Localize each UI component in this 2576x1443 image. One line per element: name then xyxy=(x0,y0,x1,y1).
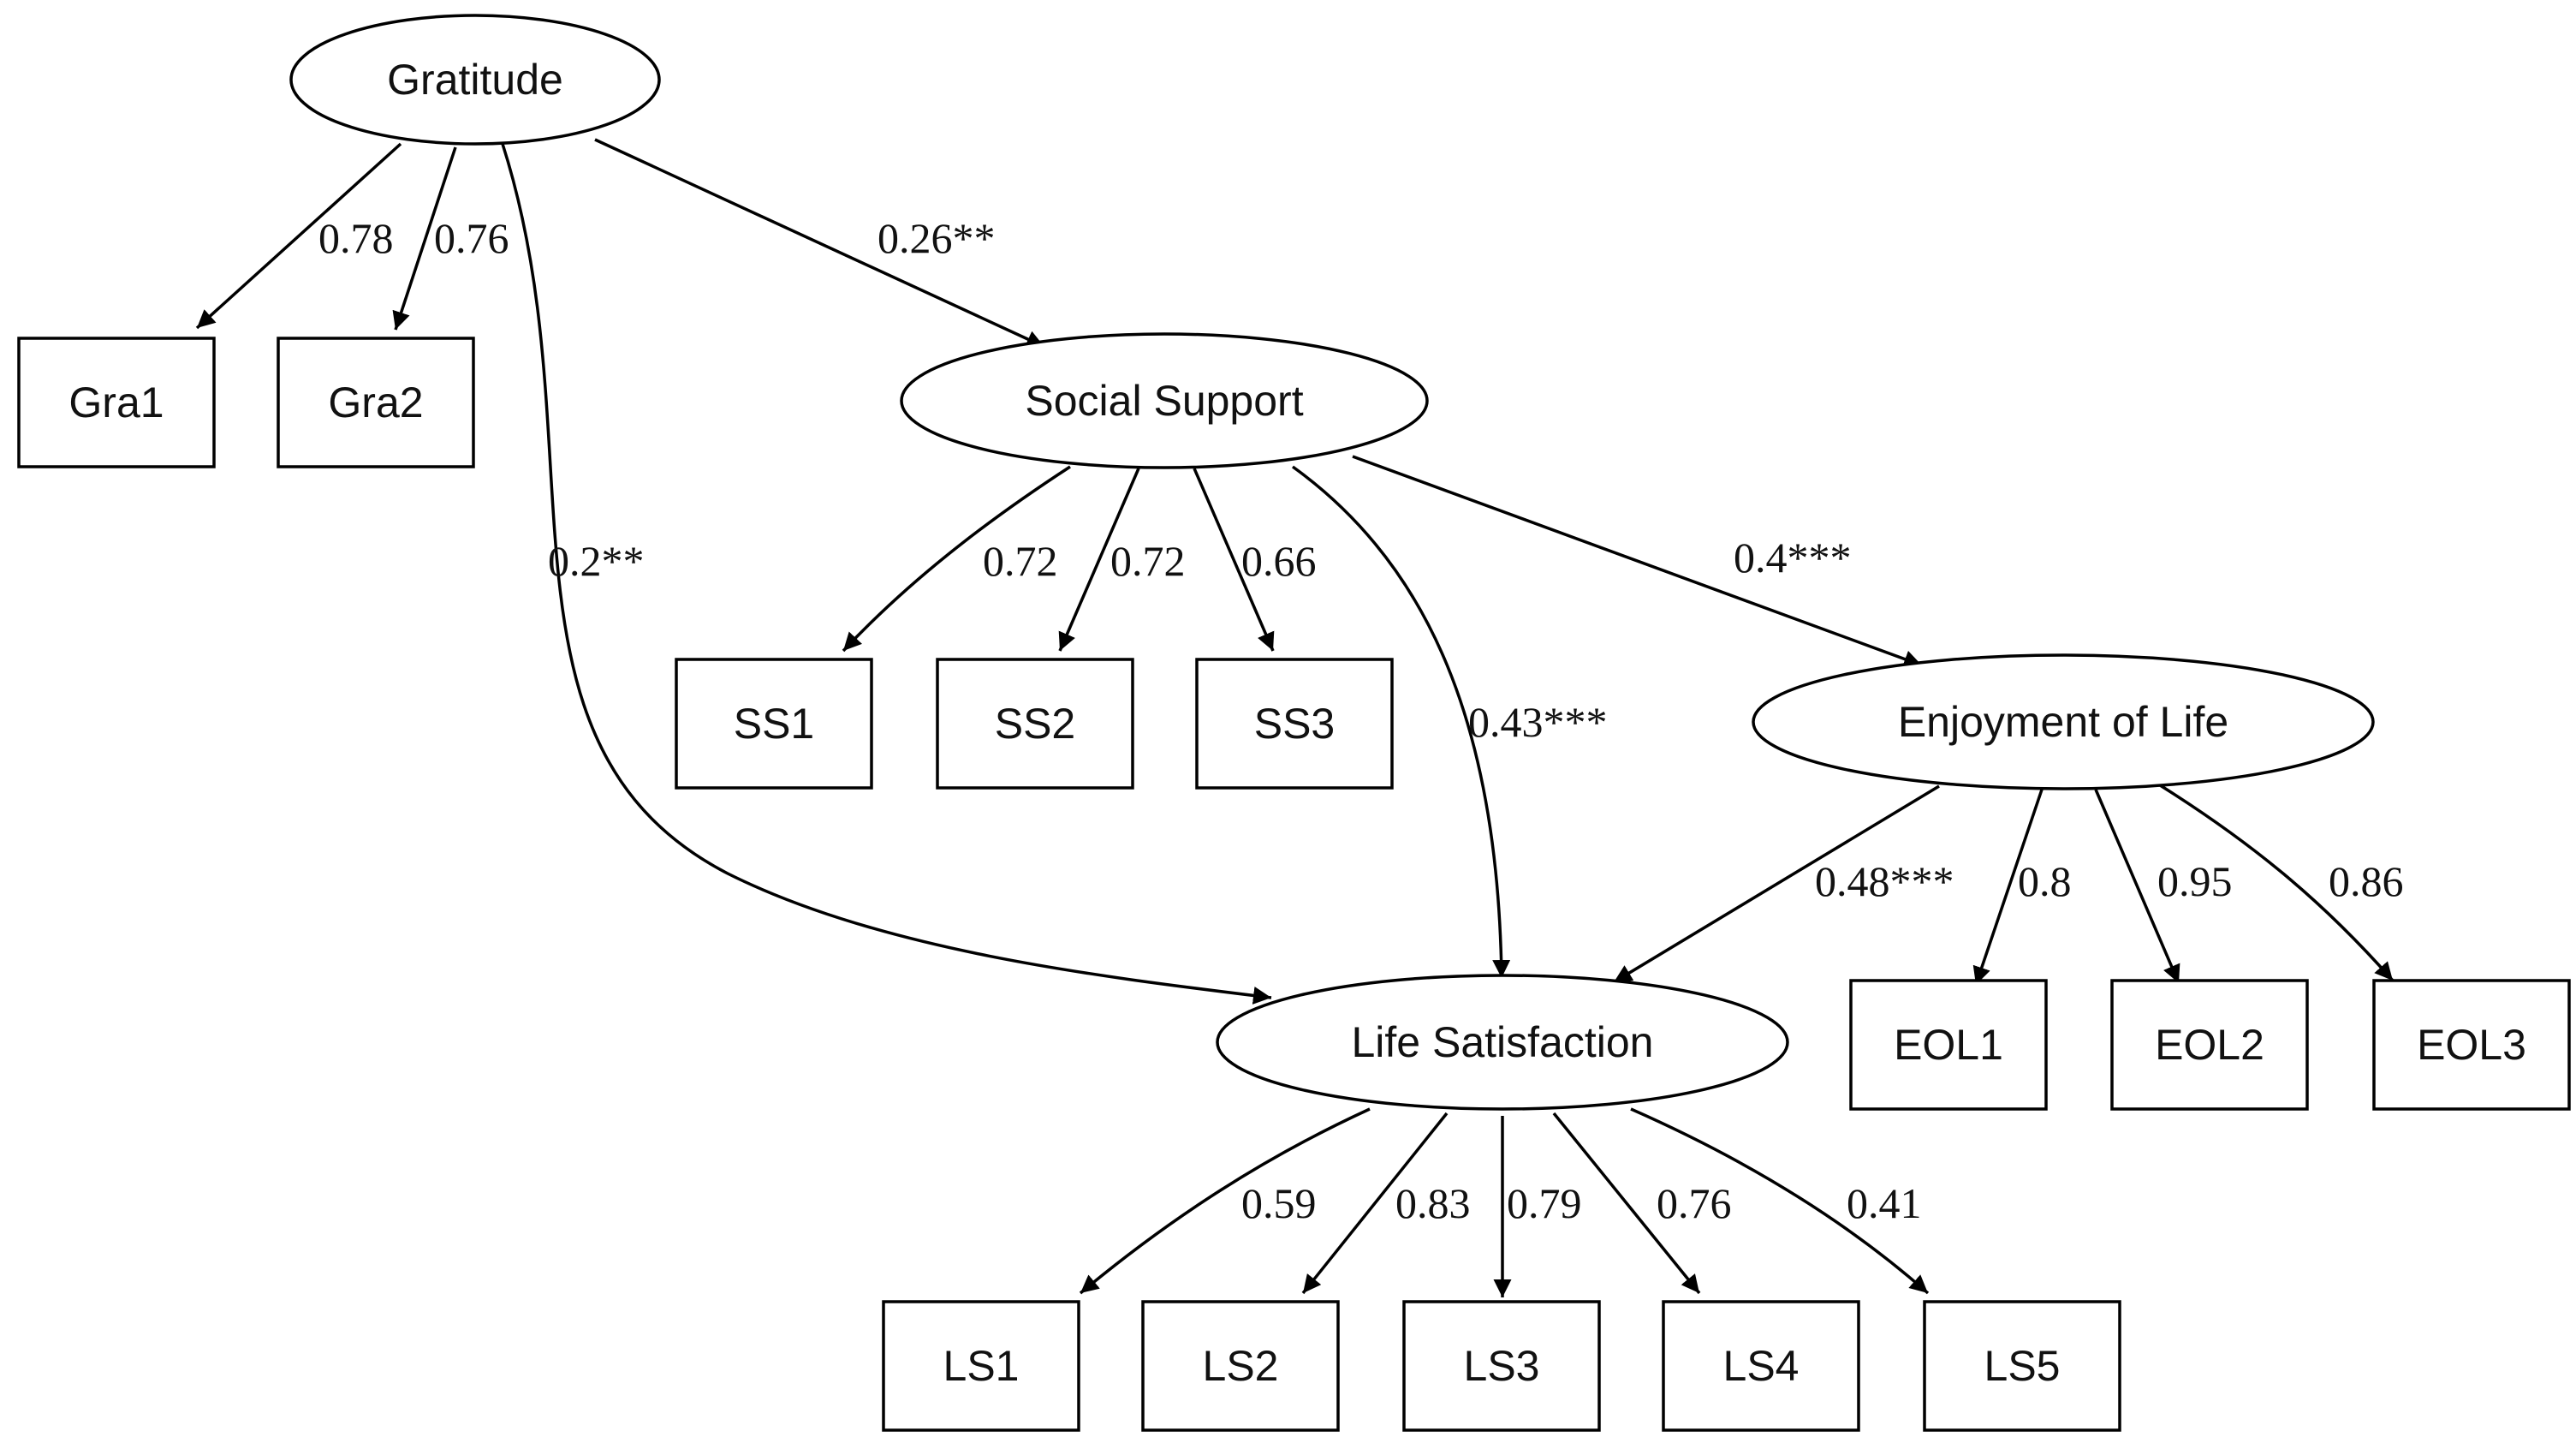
latent-life-satisfaction: Life Satisfaction xyxy=(1216,974,1789,1111)
indicator-ls2-label: LS2 xyxy=(1203,1342,1279,1390)
path-social-support-to-life-satisfaction xyxy=(1291,465,1511,979)
indicator-ss1: SS1 xyxy=(675,658,873,790)
loading-ls4 xyxy=(1552,1112,1701,1295)
path-gratitude-to-social-support xyxy=(594,138,1045,349)
loading-ls2-value: 0.83 xyxy=(1395,1179,1471,1227)
loading-gra2 xyxy=(392,146,457,331)
coefficient-labels: 0.78 0.76 0.26** 0.2** 0.72 0.72 0.66 0.… xyxy=(318,214,2404,1227)
indicator-ls2: LS2 xyxy=(1141,1300,1340,1432)
indicator-ls5-label: LS5 xyxy=(1984,1342,2061,1390)
indicator-ss2: SS2 xyxy=(936,658,1134,790)
path-gratitude-to-life-satisfaction xyxy=(501,143,1272,1005)
indicator-ss3-label: SS3 xyxy=(1254,700,1336,748)
indicator-ls1-label: LS1 xyxy=(943,1342,1020,1390)
structural-paths xyxy=(501,138,1940,1005)
path-ss-ls-value: 0.43*** xyxy=(1468,698,1608,746)
indicator-ls4-label: LS4 xyxy=(1723,1342,1800,1390)
indicator-ls1: LS1 xyxy=(882,1300,1080,1432)
indicator-ss2-label: SS2 xyxy=(995,700,1076,748)
path-eol-ls-value: 0.48*** xyxy=(1815,857,1954,905)
loading-ls5-value: 0.41 xyxy=(1847,1179,1922,1227)
latent-social-support-label: Social Support xyxy=(1025,377,1303,425)
loading-ls1 xyxy=(1079,1107,1371,1295)
path-gra-ls-value: 0.2** xyxy=(548,537,645,585)
loading-eol3 xyxy=(2157,782,2395,982)
indicator-gra2: Gra2 xyxy=(277,337,475,468)
indicator-eol1-label: EOL1 xyxy=(1894,1021,2003,1069)
indicator-ls3-label: LS3 xyxy=(1464,1342,1540,1390)
indicator-ls5: LS5 xyxy=(1923,1300,2121,1432)
loading-ss1-value: 0.72 xyxy=(983,537,1058,585)
latent-enjoyment-of-life: Enjoyment of Life xyxy=(1752,653,2375,790)
loading-paths xyxy=(195,142,2395,1297)
indicator-ss3: SS3 xyxy=(1195,658,1394,790)
loading-ls3-value: 0.79 xyxy=(1507,1179,1582,1227)
loading-ss3 xyxy=(1193,468,1275,652)
loading-eol1 xyxy=(1972,789,2044,986)
latent-social-support: Social Support xyxy=(900,332,1429,469)
latent-life-satisfaction-label: Life Satisfaction xyxy=(1352,1018,1654,1066)
loading-eol2-value: 0.95 xyxy=(2157,857,2233,905)
loading-ss3-value: 0.66 xyxy=(1241,537,1317,585)
loading-eol2 xyxy=(2094,789,2180,984)
path-social-support-to-enjoyment xyxy=(1352,455,1923,668)
loading-ss1 xyxy=(842,465,1071,653)
loading-gra1-value: 0.78 xyxy=(318,214,394,262)
indicator-gra1: Gra1 xyxy=(17,337,216,468)
indicator-gra1-label: Gra1 xyxy=(68,379,164,426)
path-ss-eol-value: 0.4*** xyxy=(1734,534,1852,581)
indicator-ls4: LS4 xyxy=(1662,1300,1860,1432)
loading-ss2-value: 0.72 xyxy=(1110,537,1186,585)
loading-ls5 xyxy=(1630,1107,1930,1295)
indicator-eol1: EOL1 xyxy=(1849,979,2048,1111)
indicator-eol2: EOL2 xyxy=(2110,979,2309,1111)
latent-gratitude: Gratitude xyxy=(289,14,661,146)
indicator-eol3: EOL3 xyxy=(2372,979,2571,1111)
loading-gra1 xyxy=(195,142,402,330)
loading-ls1-value: 0.59 xyxy=(1241,1179,1317,1227)
indicator-eol3-label: EOL3 xyxy=(2417,1021,2526,1069)
loading-ss2 xyxy=(1058,468,1140,652)
indicator-ls3: LS3 xyxy=(1402,1300,1601,1432)
latent-gratitude-label: Gratitude xyxy=(387,56,563,104)
indicator-eol2-label: EOL2 xyxy=(2155,1021,2264,1069)
path-gra-ss-value: 0.26** xyxy=(878,214,996,262)
indicator-gra2-label: Gra2 xyxy=(328,379,423,426)
loading-ls2 xyxy=(1301,1112,1449,1295)
loading-ls4-value: 0.76 xyxy=(1657,1179,1732,1227)
loading-eol1-value: 0.8 xyxy=(2018,857,2072,905)
indicator-ss1-label: SS1 xyxy=(734,700,815,748)
loading-gra2-value: 0.76 xyxy=(434,214,509,262)
path-enjoyment-to-life-satisfaction xyxy=(1613,784,1940,984)
loading-eol3-value: 0.86 xyxy=(2329,857,2404,905)
latent-enjoyment-label: Enjoyment of Life xyxy=(1898,698,2228,746)
